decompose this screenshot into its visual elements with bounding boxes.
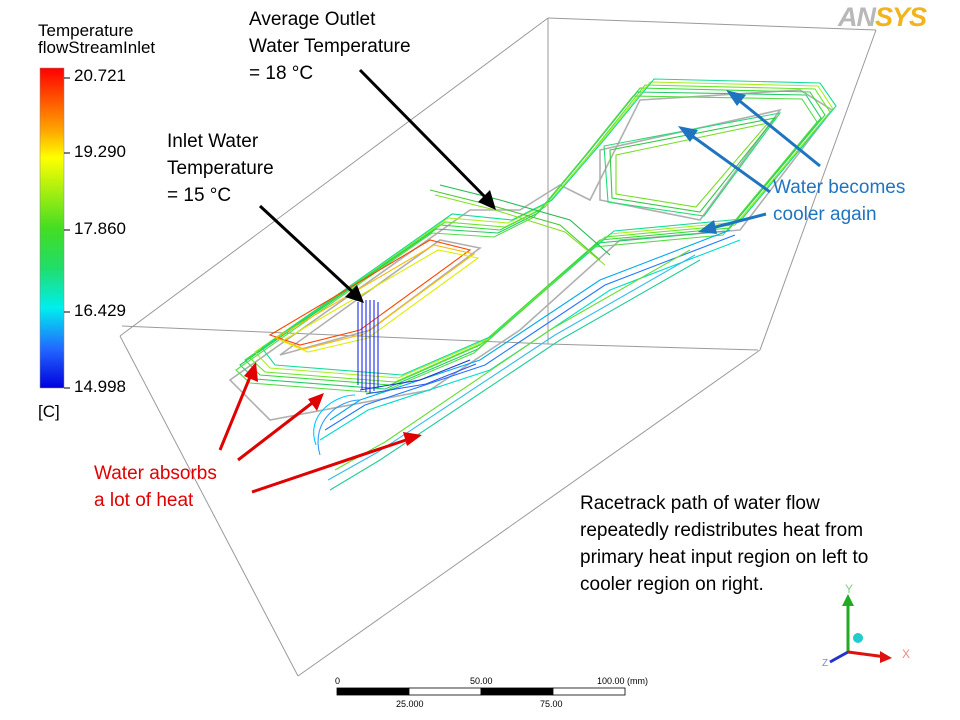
color-bar	[39, 67, 65, 389]
legend-title-line1: Temperature	[38, 21, 134, 40]
legend-unit: [C]	[38, 402, 60, 421]
axis-triad	[829, 594, 892, 664]
scale-label-100: 100.00 (mm)	[597, 676, 649, 686]
legend-tick-3: 17.860	[74, 219, 126, 238]
scale-bar	[336, 687, 626, 696]
legend-title-line2: flowStreamInlet	[38, 38, 156, 57]
scale-label-50: 50.00	[470, 676, 493, 686]
callout-arrows-red	[218, 362, 422, 494]
inlet-line2: Temperature	[167, 158, 274, 179]
cooler-line1: Water becomes	[773, 177, 906, 198]
legend-tick-5: 14.998	[74, 377, 126, 396]
callout-arrows-black	[258, 68, 496, 303]
cooler-line2: cooler again	[773, 204, 877, 225]
triad-z-label: Z	[822, 658, 829, 669]
cooler-callout: Water becomes cooler again	[773, 174, 905, 228]
streamlines	[235, 78, 837, 491]
legend-tick-2: 19.290	[74, 142, 126, 161]
scale-label-0: 0	[335, 676, 341, 686]
outlet-line2: Water Temperature	[249, 36, 411, 57]
triad-y-label: Y	[845, 582, 854, 596]
scale-label-25: 25.000	[396, 699, 424, 709]
heat-line2: a lot of heat	[94, 490, 194, 511]
ansys-logo: ANSYS	[838, 2, 927, 33]
domain-box	[119, 17, 877, 677]
inlet-line3: = 15 °C	[167, 185, 232, 206]
racetrack-line4: cooler region on right.	[580, 574, 764, 595]
color-bar-ticks	[64, 77, 70, 389]
outlet-line3: = 18 °C	[249, 63, 314, 84]
inlet-callout: Inlet Water Temperature = 15 °C	[167, 128, 274, 209]
outlet-callout: Average Outlet Water Temperature = 18 °C	[249, 6, 411, 87]
inlet-line1: Inlet Water	[167, 131, 259, 152]
inlet-streams	[357, 300, 477, 395]
racetrack-line2: repeatedly redistributes heat from	[580, 520, 864, 541]
legend-tick-1: 20.721	[74, 66, 126, 85]
legend-tick-4: 16.429	[74, 301, 126, 320]
legend-title: Temperature flowStreamInlet	[38, 22, 155, 56]
racetrack-line1: Racetrack path of water flow	[580, 493, 820, 514]
callout-arrows-blue	[678, 90, 821, 234]
triad-x-label: X	[902, 647, 911, 661]
heat-line1: Water absorbs	[94, 463, 217, 484]
heat-callout: Water absorbs a lot of heat	[94, 460, 217, 514]
logo-suffix: SYS	[875, 2, 927, 32]
outlet-line1: Average Outlet	[249, 9, 376, 30]
scale-label-75: 75.00	[540, 699, 563, 709]
logo-prefix: AN	[838, 2, 876, 32]
plate-outline	[228, 89, 834, 421]
racetrack-note: Racetrack path of water flow repeatedly …	[580, 490, 868, 598]
racetrack-line3: primary heat input region on left to	[580, 547, 869, 568]
